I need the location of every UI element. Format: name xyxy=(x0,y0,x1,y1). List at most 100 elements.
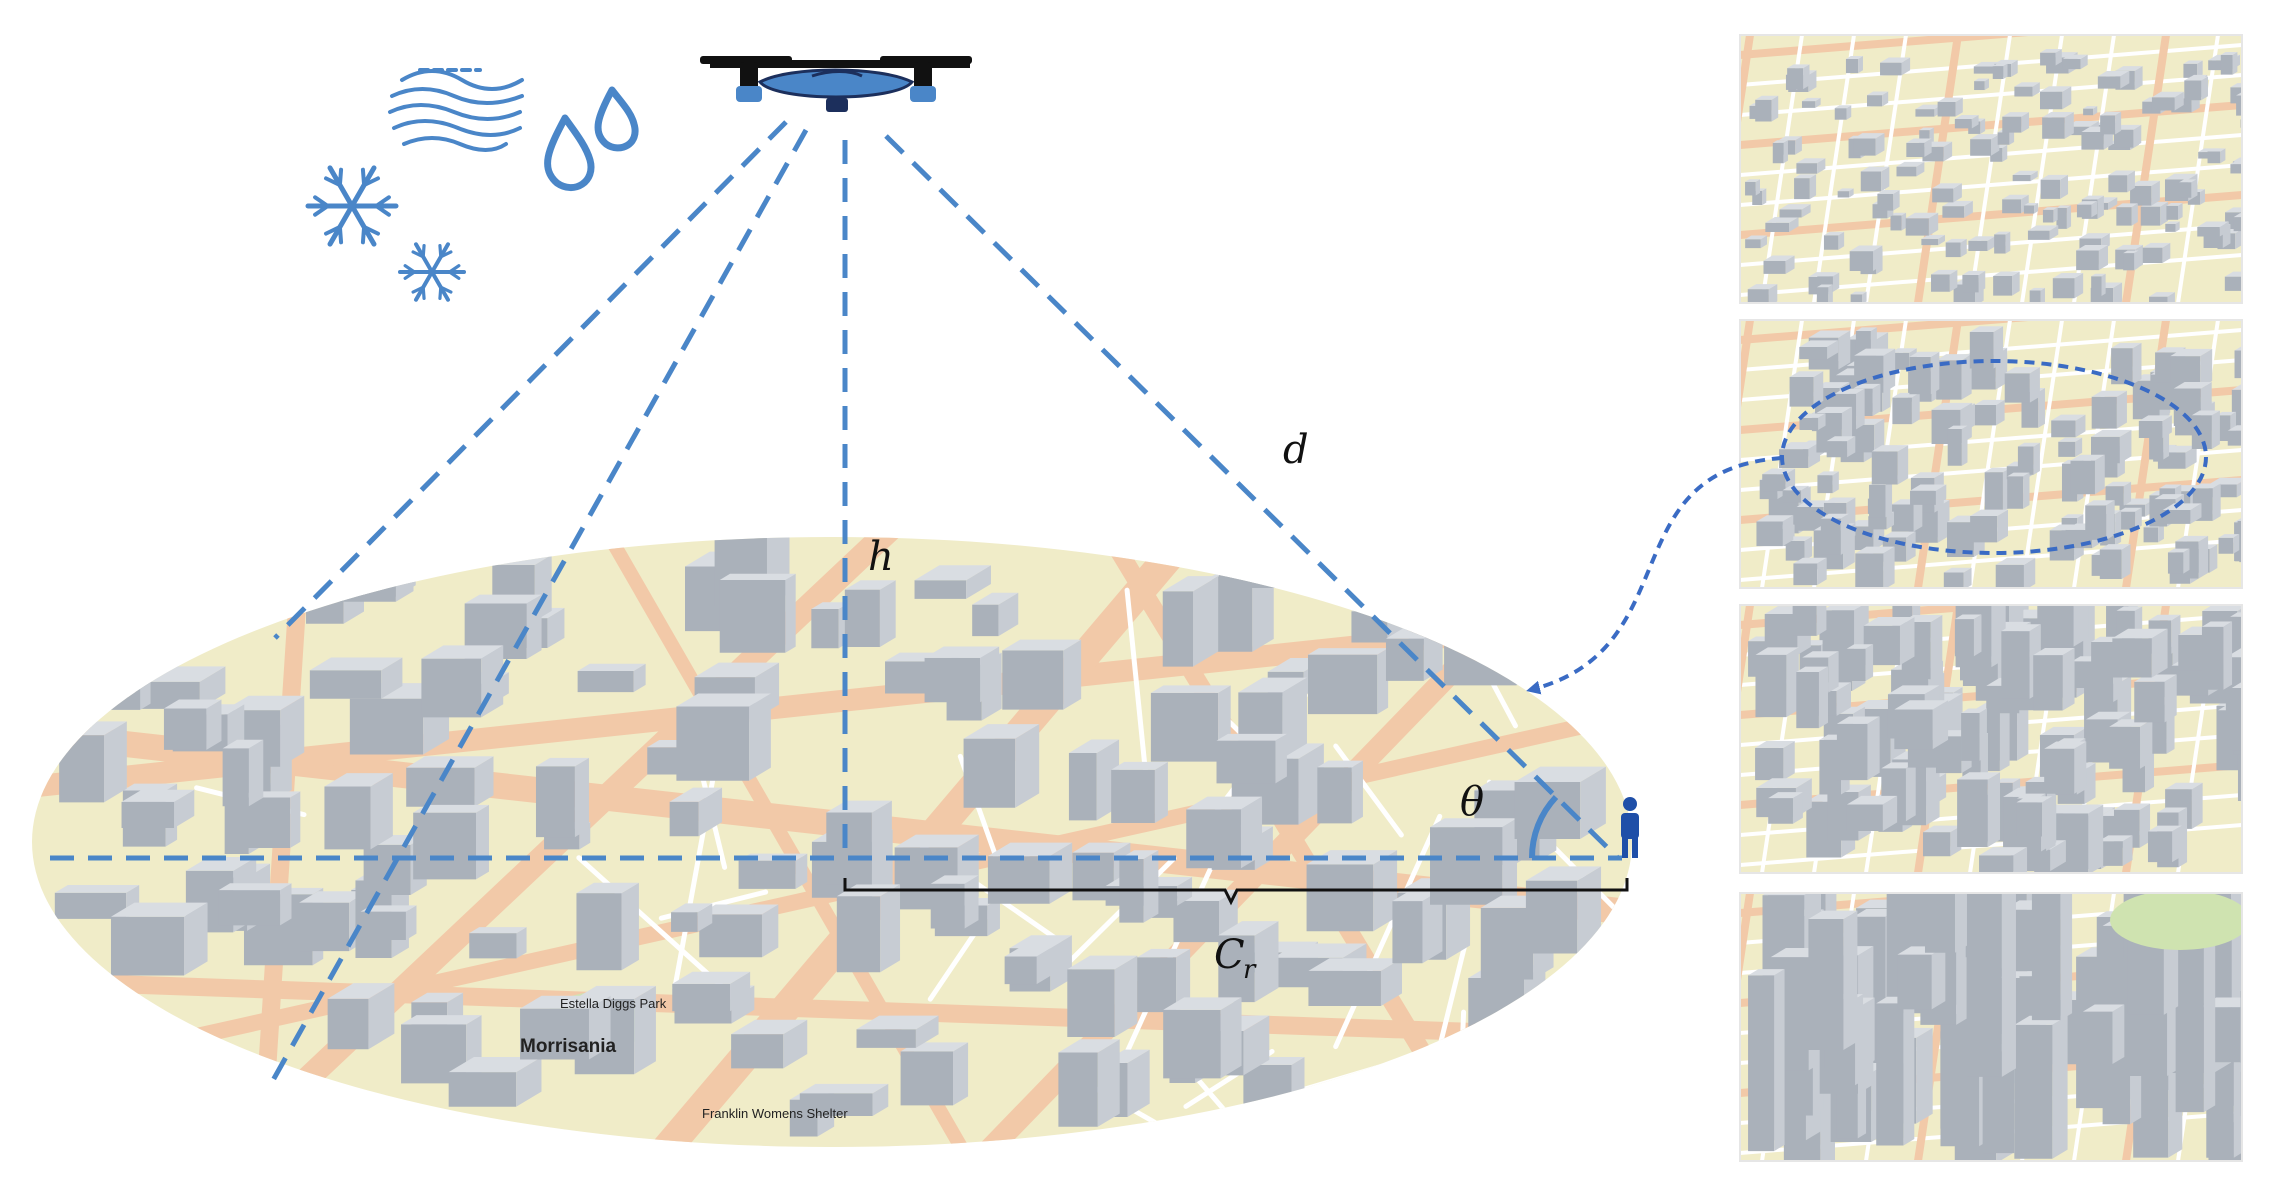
thumbnail-building-side xyxy=(1961,354,1972,400)
thumbnail-street xyxy=(1740,35,1754,130)
map-building xyxy=(1072,852,1114,901)
thumbnail-building xyxy=(1762,474,1786,492)
map-building xyxy=(218,890,281,926)
thumbnail-building-side xyxy=(1978,270,1986,293)
thumbnail-building-side xyxy=(2249,703,2262,743)
map-building-side xyxy=(795,853,808,889)
thumbnail-building-side xyxy=(2254,530,2260,562)
thumbnail-building-side xyxy=(1943,141,1953,162)
thumbnail-building-side xyxy=(1916,1027,1933,1124)
thumbnail-building-roof xyxy=(2225,207,2242,213)
thumbnail-building xyxy=(2023,205,2035,214)
thumbnail-building-roof xyxy=(2175,535,2209,542)
map-building xyxy=(110,916,185,976)
map-building-side xyxy=(280,883,292,926)
thumbnail-building-roof xyxy=(1853,133,1885,139)
map-building xyxy=(54,892,127,919)
thumbnail-building-side xyxy=(2219,221,2229,237)
thumbnail-building-roof xyxy=(1817,272,1840,277)
map-building xyxy=(1308,654,1378,715)
snowflake-branch xyxy=(421,285,426,301)
thumbnail-building xyxy=(2076,250,2099,271)
map-building-roof xyxy=(1317,760,1363,768)
thumbnail-building xyxy=(1973,66,1994,74)
thumbnail-building xyxy=(2234,350,2242,379)
thumbnail-building-side xyxy=(1783,741,1795,781)
map-building xyxy=(1004,956,1037,985)
map-building-roof xyxy=(360,905,417,912)
thumbnail-street xyxy=(1740,163,2242,207)
thumbnail-building-roof xyxy=(2083,106,2098,109)
thumbnail-building xyxy=(2042,209,2054,223)
thumbnail-building-side xyxy=(1980,118,1986,134)
map-building-side xyxy=(381,657,403,699)
thumbnail-building-roof xyxy=(1797,878,1825,883)
map-building xyxy=(1137,957,1177,1013)
thumbnail-building-roof xyxy=(1921,234,1945,239)
thumbnail-building-side xyxy=(2200,189,2205,205)
thumbnail-building-side xyxy=(2091,201,2098,218)
thumbnail-building-roof xyxy=(1799,340,1839,348)
snowflake-branch xyxy=(337,224,344,245)
map-building-side xyxy=(1254,921,1279,1003)
thumbnail-building-roof xyxy=(2017,442,2040,447)
thumbnail-building-side xyxy=(1905,762,1916,822)
thumbnail-building-roof xyxy=(2051,414,2086,421)
thumbnail-building-roof xyxy=(1796,158,1826,164)
snowflake-branch xyxy=(411,285,425,294)
map-building-side xyxy=(1252,563,1274,652)
thumbnail-building xyxy=(2017,446,2034,475)
thumbnail-building-side xyxy=(2190,503,2202,524)
snowflake-branch xyxy=(438,285,443,301)
map-building xyxy=(322,567,396,602)
thumbnail-building-side xyxy=(1999,703,2010,772)
thumbnail-building-roof xyxy=(2002,194,2029,200)
thumbnail-building xyxy=(1834,108,1847,120)
map-building xyxy=(349,698,424,755)
thumbnail-building-roof xyxy=(1994,59,2018,64)
thumbnail-building-side xyxy=(2250,213,2257,231)
thumbnail-building-side xyxy=(2264,648,2279,726)
map-building xyxy=(576,893,622,971)
thumbnail-building-side xyxy=(2074,272,2084,299)
thumbnail-building xyxy=(1890,215,1902,231)
thumbnail-building-roof xyxy=(2062,54,2088,59)
thumbnail-building-roof xyxy=(2167,548,2190,553)
thumbnail-building xyxy=(2111,348,2133,385)
thumbnail-building-side xyxy=(2269,736,2282,801)
map-building xyxy=(972,604,999,637)
map-building-roof xyxy=(464,594,542,604)
map-building xyxy=(360,911,406,940)
thumbnail-building xyxy=(2220,54,2233,75)
thumbnail-frame xyxy=(1739,319,2243,589)
snowflake-branch xyxy=(438,243,443,259)
thumbnail-building-side xyxy=(1901,57,1911,76)
thumbnail-frame xyxy=(1739,892,2243,1162)
thumbnail-building-roof xyxy=(2151,91,2184,98)
thumbnail-building-roof xyxy=(2012,170,2038,176)
thumbnail-building xyxy=(1979,855,2014,873)
thumbnail-building xyxy=(1846,648,1866,681)
thumbnail-building-side xyxy=(1990,134,2000,156)
thumbnail-building-side xyxy=(2251,518,2258,561)
thumbnail-building-side xyxy=(2034,202,2039,214)
thumbnail-building-roof xyxy=(1881,762,1916,769)
thumbnail-building-side xyxy=(1782,515,1794,547)
thumbnail-building xyxy=(1849,424,1875,453)
snowflake-branch xyxy=(439,285,453,294)
thumbnail-building-side xyxy=(1906,531,1916,562)
thumbnail-building-roof xyxy=(2202,605,2242,612)
thumbnail-building-side xyxy=(1840,513,1849,555)
thumbnail-building-roof xyxy=(2165,221,2180,224)
thumbnail-building xyxy=(1779,209,1802,218)
thumbnail-building xyxy=(1794,178,1810,200)
thumbnail-building-roof xyxy=(2123,250,2139,254)
thumbnail-building-roof xyxy=(2170,348,2213,357)
thumbnail-building-roof xyxy=(1745,235,1768,240)
map-building-side xyxy=(1176,948,1191,1013)
map-shelter-label: Franklin Womens Shelter xyxy=(702,1106,848,1121)
thumbnail-building-roof xyxy=(2079,233,2110,239)
map-building-roof xyxy=(349,558,416,571)
snowflake-branch xyxy=(313,195,330,208)
thumbnail-building-roof xyxy=(2207,148,2226,152)
